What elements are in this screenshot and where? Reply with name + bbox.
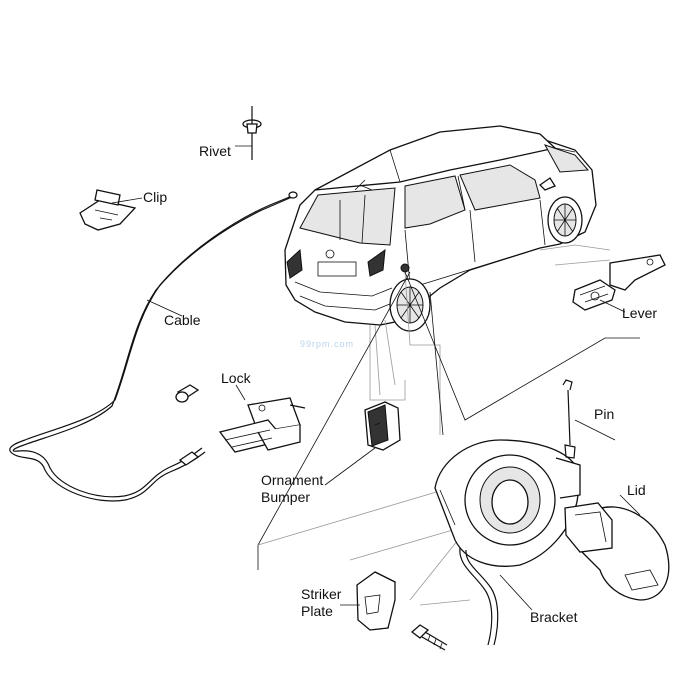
cable-part xyxy=(9,191,298,502)
car-illustration xyxy=(284,125,597,332)
striker-plate-part xyxy=(340,571,396,631)
rivet-part xyxy=(235,106,262,160)
lid-part xyxy=(564,494,670,601)
label-lever: Lever xyxy=(622,305,658,321)
label-cable: Cable xyxy=(164,312,201,328)
label-ornament-bumper-line1: Ornament xyxy=(261,472,324,488)
label-striker-plate-line1: Striker xyxy=(301,586,342,602)
label-clip: Clip xyxy=(143,189,168,205)
label-striker-plate-line2: Plate xyxy=(301,603,333,619)
label-lock: Lock xyxy=(221,370,251,386)
ornament-bumper-part xyxy=(324,401,401,486)
label-pin: Pin xyxy=(594,406,615,422)
label-bracket: Bracket xyxy=(530,609,578,625)
detail-callout-lines xyxy=(257,244,640,606)
screw-part xyxy=(410,624,448,651)
watermark: 99rpm.com xyxy=(300,339,355,349)
pin-part xyxy=(562,379,616,459)
lock-part xyxy=(175,384,306,453)
label-lid: Lid xyxy=(627,482,646,498)
bracket-part xyxy=(434,439,581,646)
lever-part xyxy=(572,254,666,313)
label-ornament-bumper-line2: Bumper xyxy=(261,489,311,505)
clip-part xyxy=(79,189,143,231)
label-rivet: Rivet xyxy=(199,143,231,159)
